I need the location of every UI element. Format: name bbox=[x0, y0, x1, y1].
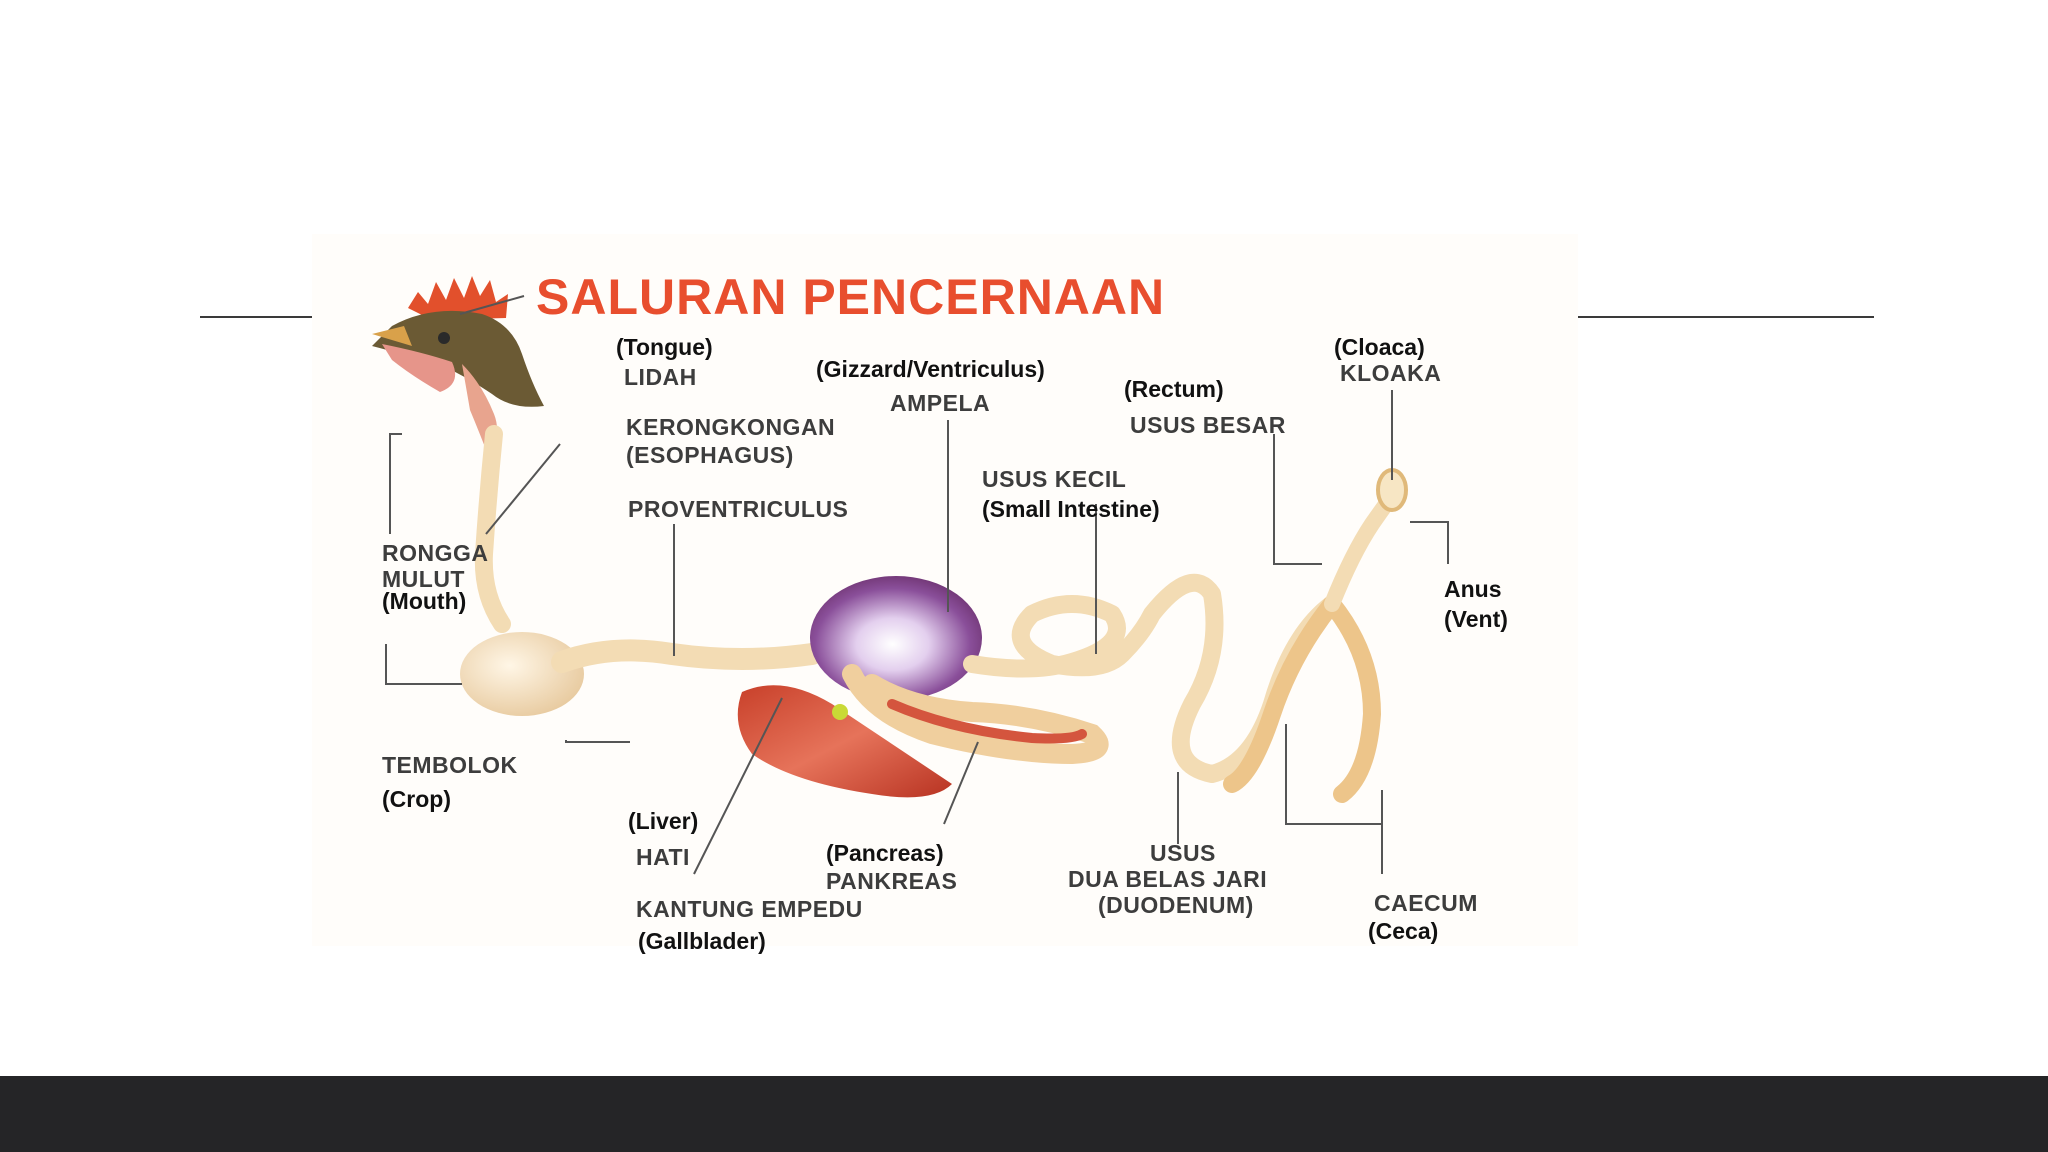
label-gizzard-en: (Gizzard/Ventriculus) bbox=[816, 356, 1045, 382]
label-tongue-en: (Tongue) bbox=[616, 334, 713, 360]
label-caecum-en: (Ceca) bbox=[1368, 918, 1439, 944]
label-mouth-id-2: MULUT bbox=[382, 566, 465, 592]
label-caecum-id: CAECUM bbox=[1374, 890, 1478, 916]
label-small-intestine-id: USUS KECIL bbox=[982, 466, 1127, 492]
digestive-tract-diagram: SALURAN PENCERNAAN (Tongue) LIDAH KERONG… bbox=[312, 234, 1578, 954]
label-duodenum-2: DUA BELAS JARI bbox=[1068, 866, 1268, 892]
footer-bar bbox=[0, 1076, 2048, 1152]
label-gallbladder-id: KANTUNG EMPEDU bbox=[636, 896, 863, 922]
proventriculus bbox=[551, 639, 823, 673]
title-rule-left bbox=[200, 316, 312, 318]
label-mouth-en: (Mouth) bbox=[382, 588, 467, 614]
crop bbox=[460, 632, 584, 716]
label-anus: Anus bbox=[1444, 576, 1502, 602]
small-intestine bbox=[963, 573, 1341, 783]
label-vent: (Vent) bbox=[1444, 606, 1508, 632]
esophagus bbox=[474, 425, 511, 633]
label-esophagus-en: (ESOPHAGUS) bbox=[626, 442, 794, 468]
label-proventriculus: PROVENTRICULUS bbox=[628, 496, 849, 522]
liver bbox=[737, 685, 952, 798]
label-duodenum-1: USUS bbox=[1150, 840, 1216, 866]
label-cloaca-id: KLOAKA bbox=[1340, 360, 1442, 386]
duodenum bbox=[842, 664, 1109, 765]
label-small-intestine-en: (Small Intestine) bbox=[982, 496, 1160, 522]
rectum bbox=[1324, 488, 1400, 612]
caecum-left bbox=[1223, 595, 1341, 793]
caecum-right bbox=[1323, 595, 1382, 803]
label-rectum-en: (Rectum) bbox=[1124, 376, 1224, 402]
label-duodenum-3: (DUODENUM) bbox=[1098, 892, 1254, 918]
digestive-tract-illustration bbox=[372, 276, 1449, 875]
gallbladder bbox=[832, 704, 848, 720]
label-gallbladder-en: (Gallblader) bbox=[638, 928, 766, 954]
head bbox=[372, 310, 544, 407]
label-esophagus-id: KERONGKONGAN bbox=[626, 414, 836, 440]
label-crop-id: TEMBOLOK bbox=[382, 752, 518, 778]
mouth-cavity bbox=[382, 344, 456, 392]
comb bbox=[408, 276, 508, 320]
label-pancreas-id: PANKREAS bbox=[826, 868, 958, 894]
label-mouth-id-1: RONGGA bbox=[382, 540, 489, 566]
label-cloaca-en: (Cloaca) bbox=[1334, 334, 1425, 360]
label-crop-en: (Crop) bbox=[382, 786, 451, 812]
label-liver-id: HATI bbox=[636, 844, 690, 870]
gizzard bbox=[810, 576, 982, 700]
beak bbox=[372, 326, 412, 346]
pancreas bbox=[887, 699, 1087, 744]
label-liver-en: (Liver) bbox=[628, 808, 699, 834]
title-rule-right bbox=[1578, 316, 1874, 318]
diagram-title: SALURAN PENCERNAAN bbox=[536, 269, 1166, 325]
label-gizzard-id: AMPELA bbox=[890, 390, 991, 416]
label-pancreas-en: (Pancreas) bbox=[826, 840, 944, 866]
label-rectum-id: USUS BESAR bbox=[1130, 412, 1286, 438]
label-tongue-id: LIDAH bbox=[624, 364, 697, 390]
